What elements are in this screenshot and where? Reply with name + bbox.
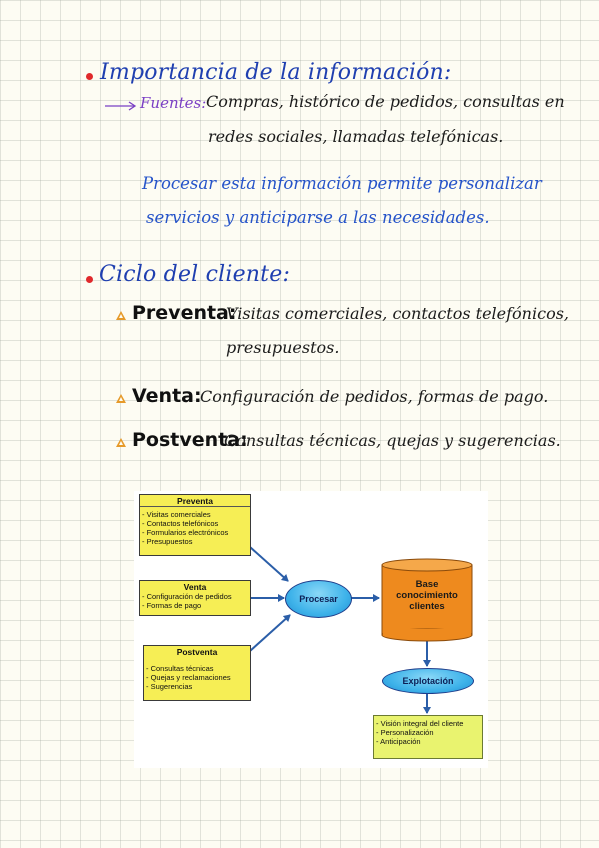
box-postventa: Postventa - Consultas técnicas - Quejas … [143,645,251,701]
database-cylinder-icon [381,558,473,642]
arrow-right-icon [104,97,138,116]
box-preventa-line: - Visitas comerciales [142,510,211,519]
box-preventa: Preventa - Visitas comerciales - Contact… [139,494,251,556]
box-preventa-line: - Contactos telefónicos [142,519,219,528]
triangle-icon [116,438,126,447]
label-postventa: Postventa: [132,429,248,451]
procesar-node: Procesar [285,580,352,618]
box-preventa-line: - Formularios electrónicos [142,528,229,537]
venta-line-1: Configuración de pedidos, formas de pago… [200,387,549,406]
box-preventa-line: - Presupuestos [142,537,193,546]
bullet-icon [86,73,93,80]
sources-line-1: Compras, histórico de pedidos, consultas… [206,92,565,111]
base-label: Base conocimiento clientes [382,579,472,612]
triangle-icon [116,311,126,320]
base-label-line: Base [415,579,439,590]
diagram-arrows [249,546,473,714]
box-result-line: - Anticipación [376,737,421,746]
base-label-line: conocimiento [396,590,458,601]
box-venta-title: Venta [183,582,207,592]
arrow-postventa-procesar [249,614,291,652]
box-postventa-title: Postventa [176,647,218,657]
explotacion-node: Explotación [382,668,474,694]
note-line-1: Procesar esta información permite person… [142,174,542,193]
arrow-preventa-procesar [249,546,289,582]
heading-importancia: Importancia de la información: [100,60,452,85]
postventa-line-1: Consultas técnicas, quejas y sugerencias… [224,431,561,450]
preventa-line-1: Visitas comerciales, contactos telefónic… [226,304,569,323]
customer-cycle-diagram: Preventa - Visitas comerciales - Contact… [134,491,488,768]
box-venta-line: - Configuración de pedidos [142,592,232,601]
preventa-line-2: presupuestos. [226,338,340,357]
base-label-line: clientes [409,601,445,612]
box-result-line: - Personalización [376,728,434,737]
sources-label: Fuentes: [140,94,207,112]
heading-ciclo: Ciclo del cliente: [99,262,291,287]
label-venta: Venta: [132,385,202,407]
bullet-icon [86,276,93,283]
label-preventa: Preventa: [132,302,237,324]
box-result-line: - Visión integral del cliente [376,719,464,728]
box-venta: Venta - Configuración de pedidos - Forma… [139,580,251,616]
sources-line-2: redes sociales, llamadas telefónicas. [208,127,504,146]
box-postventa-line: - Quejas y reclamaciones [146,673,231,682]
note-line-2: servicios y anticiparse a las necesidade… [146,208,490,227]
box-result: - Visión integral del cliente - Personal… [373,715,483,759]
box-preventa-title: Preventa [140,495,250,507]
triangle-icon [116,394,126,403]
box-venta-line: - Formas de pago [142,601,202,610]
box-postventa-line: - Sugerencias [146,682,193,691]
box-postventa-line: - Consultas técnicas [146,664,214,673]
